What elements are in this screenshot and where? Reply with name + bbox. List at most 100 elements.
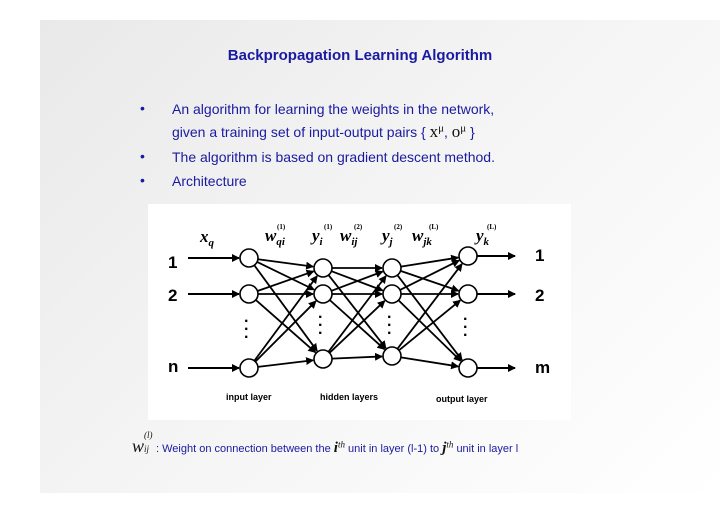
label-yL-sub: k (484, 236, 490, 248)
footer-text-3: unit in layer l (456, 443, 519, 455)
label-xq-sub: q (209, 237, 215, 249)
math-x: x (429, 122, 439, 141)
node-hidden2-2 (382, 284, 402, 304)
connection-input-2-to-hidden1-1 (254, 300, 317, 363)
label-w1-sub: qi (276, 236, 286, 248)
label-w2-sub: ij (351, 236, 358, 248)
connections (188, 252, 516, 372)
label-yL: yk (474, 226, 490, 248)
ellipsis-hidden2-1: · (387, 309, 392, 326)
ellipsis-hidden2-3: · (387, 325, 392, 342)
label-y2: yj (380, 226, 394, 248)
label-w1: wqi (265, 226, 286, 248)
footer-text-1: : Weight on connection between the (156, 443, 331, 455)
connection-hidden1-0-to-hidden2-2 (327, 274, 387, 349)
ellipsis-input-2: · (244, 321, 249, 338)
node-hidden2-1 (382, 258, 402, 278)
bullet-1-line-2: given a training set of input-output pai… (172, 122, 475, 142)
node-hidden1-3 (313, 349, 333, 369)
ellipsis-output-2: · (463, 319, 468, 336)
bullet-1-line-2-suffix: } (470, 124, 475, 140)
bullet-3-text: Architecture (172, 173, 247, 189)
ellipsis-output-1: · (463, 311, 468, 328)
label-wL-main: w (412, 226, 424, 245)
math-mu-1: μ (438, 122, 445, 135)
ellipsis-output-3: · (463, 327, 468, 344)
bullet-marker-1: • (140, 100, 145, 116)
node-hidden2-3 (382, 346, 402, 366)
bullet-marker-2: • (140, 148, 145, 164)
footer-w-sup: (l) (144, 430, 153, 440)
connection-input-0-to-hidden1-0 (257, 258, 315, 270)
bullet-2-text: The algorithm is based on gradient desce… (172, 149, 495, 165)
connection-hidden1-1-to-hidden2-2 (329, 299, 386, 350)
connection-hidden1-2-to-hidden2-2 (331, 352, 384, 361)
node-output-2 (458, 284, 478, 304)
label-y1: yi (310, 226, 324, 248)
connection-hidden2-0-to-output-0 (400, 254, 460, 268)
label-yL-main: y (474, 226, 484, 245)
weight-definition: w(l)ij: Weight on connection between the… (132, 430, 519, 464)
connection-input-0-to-hidden1-1 (256, 261, 315, 291)
label-wL-sub: jk (421, 236, 432, 248)
ellipsis-input-1: · (244, 313, 249, 330)
label-w2-main: w (340, 226, 352, 245)
footer-w: w (132, 436, 145, 456)
node-hidden1-2 (313, 284, 333, 304)
footer-th-2: th (446, 439, 454, 450)
label-w1-sup: (1) (277, 223, 286, 231)
nodes (239, 246, 478, 378)
node-input-3 (239, 358, 259, 378)
layer-label-input: input layer (226, 392, 272, 402)
label-xq: xq (199, 227, 215, 249)
input-label-2: 2 (168, 286, 177, 305)
connection-hidden2-0-to-output-2 (396, 274, 463, 361)
output-label-1: 1 (535, 246, 544, 265)
footer-i: i (333, 440, 338, 456)
footer-text-2: unit in layer (l-1) to (348, 443, 440, 455)
slide-title: Backpropagation Learning Algorithm (227, 47, 493, 64)
node-input-1 (239, 248, 259, 268)
connection-hidden2-2-to-output-1 (398, 299, 462, 352)
input-label-1: 1 (168, 253, 177, 272)
ellipsis-dots: · · · · · · · · · · · · (244, 309, 468, 346)
footer-th-1: th (337, 439, 345, 450)
output-label-2: 2 (535, 286, 544, 305)
ellipsis-input-3: · (244, 329, 249, 346)
ellipsis-hidden2-2: · (387, 317, 392, 334)
connection-input-1-to-hidden1-2 (255, 299, 317, 354)
connection-hidden2-2-to-output-2 (400, 356, 460, 370)
input-label-n: n (168, 357, 178, 376)
network-diagram: 1 2 n 1 2 m · · · · · · · · · · · · xq (168, 223, 550, 404)
node-output-1 (458, 246, 478, 266)
connection-hidden2-1-to-output-2 (397, 299, 462, 362)
label-w2-sup: (2) (354, 223, 363, 231)
label-yL-sup: (L) (487, 223, 497, 231)
label-y2-sub: j (388, 236, 394, 248)
label-wL: wjk (412, 226, 432, 248)
connection-hidden2-1-to-output-0 (399, 259, 460, 291)
label-y2-sup: (2) (394, 223, 403, 231)
bullet-marker-3: • (140, 172, 145, 188)
label-wL-sup: (L) (429, 223, 439, 231)
footer-w-sub: ij (144, 444, 150, 454)
ellipsis-hidden1-3: · (318, 325, 323, 342)
output-label-m: m (535, 358, 550, 377)
ellipsis-hidden1-2: · (318, 317, 323, 334)
math-mu-2: μ (460, 122, 467, 135)
ellipsis-hidden1-1: · (318, 309, 323, 326)
label-y1-main: y (310, 226, 320, 245)
connection-hidden2-0-to-output-1 (400, 270, 460, 293)
label-y1-sub: i (320, 236, 324, 248)
label-y2-main: y (380, 226, 390, 245)
network-diagram-panel: 1 2 n 1 2 m · · · · · · · · · · · · xq (148, 204, 571, 420)
connection-input-2-to-hidden1-2 (257, 357, 315, 368)
label-xq-main: x (199, 227, 209, 246)
footer-j: j (442, 440, 447, 456)
label-w2: wij (340, 226, 358, 248)
connection-input-1-to-hidden1-0 (257, 269, 315, 292)
math-o: o (451, 122, 461, 141)
connection-hidden1-2-to-hidden2-1 (328, 300, 386, 354)
footer-w-indices: (l) ij (144, 430, 156, 454)
label-y1-sup: (1) (324, 223, 333, 231)
